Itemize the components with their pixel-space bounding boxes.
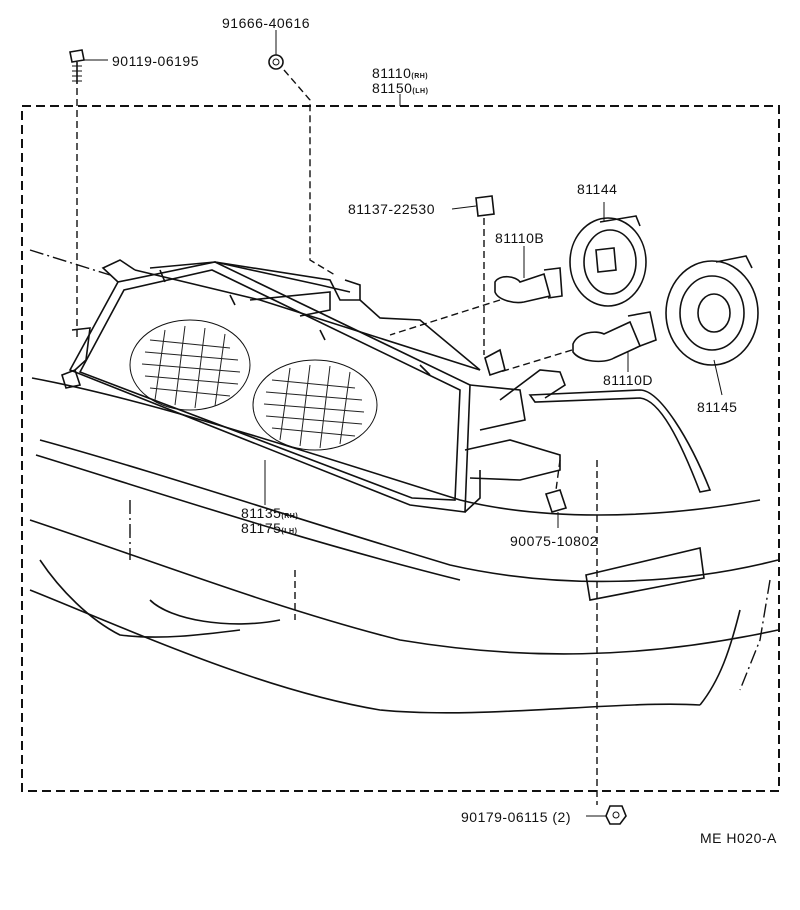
nut-90179-icon bbox=[586, 805, 627, 825]
bulb-81110d-icon bbox=[572, 311, 657, 372]
label-lens-81175: 81175(LH) bbox=[241, 520, 297, 536]
label-cover-81145: 81145 bbox=[697, 399, 737, 415]
drawing-code: ME H020-A bbox=[700, 830, 777, 846]
socket-81137-icon bbox=[451, 195, 495, 217]
bulb-81110b-icon bbox=[494, 246, 563, 304]
label-bulb-81110d: 81110D bbox=[603, 372, 653, 388]
bolt-90119-icon bbox=[69, 49, 108, 84]
bumper-outline bbox=[29, 249, 779, 714]
headlamp-housing bbox=[61, 259, 566, 513]
bulb-90075-icon bbox=[544, 489, 568, 528]
cover-81144-icon bbox=[569, 202, 647, 307]
label-nut-91666: 91666-40616 bbox=[222, 15, 310, 31]
lens-pattern-right bbox=[252, 359, 378, 451]
label-socket-81137: 81137-22530 bbox=[348, 201, 435, 217]
label-lens-81135: 81135(RH) bbox=[241, 505, 298, 521]
lens-pattern-left bbox=[129, 319, 251, 411]
label-cover-81144: 81144 bbox=[577, 181, 617, 197]
label-bolt-90119: 90119-06195 bbox=[112, 53, 199, 69]
label-nut-90179: 90179-06115 (2) bbox=[461, 809, 571, 825]
label-unit-81110: 81110(RH) bbox=[372, 65, 428, 81]
label-bulb-90075: 90075-10802 bbox=[510, 533, 598, 549]
nut-91666-icon bbox=[268, 30, 284, 70]
label-bulb-81110b: 81110B bbox=[495, 230, 544, 246]
label-unit-81150: 81150(LH) bbox=[372, 80, 428, 96]
cover-81145-icon bbox=[665, 255, 759, 396]
